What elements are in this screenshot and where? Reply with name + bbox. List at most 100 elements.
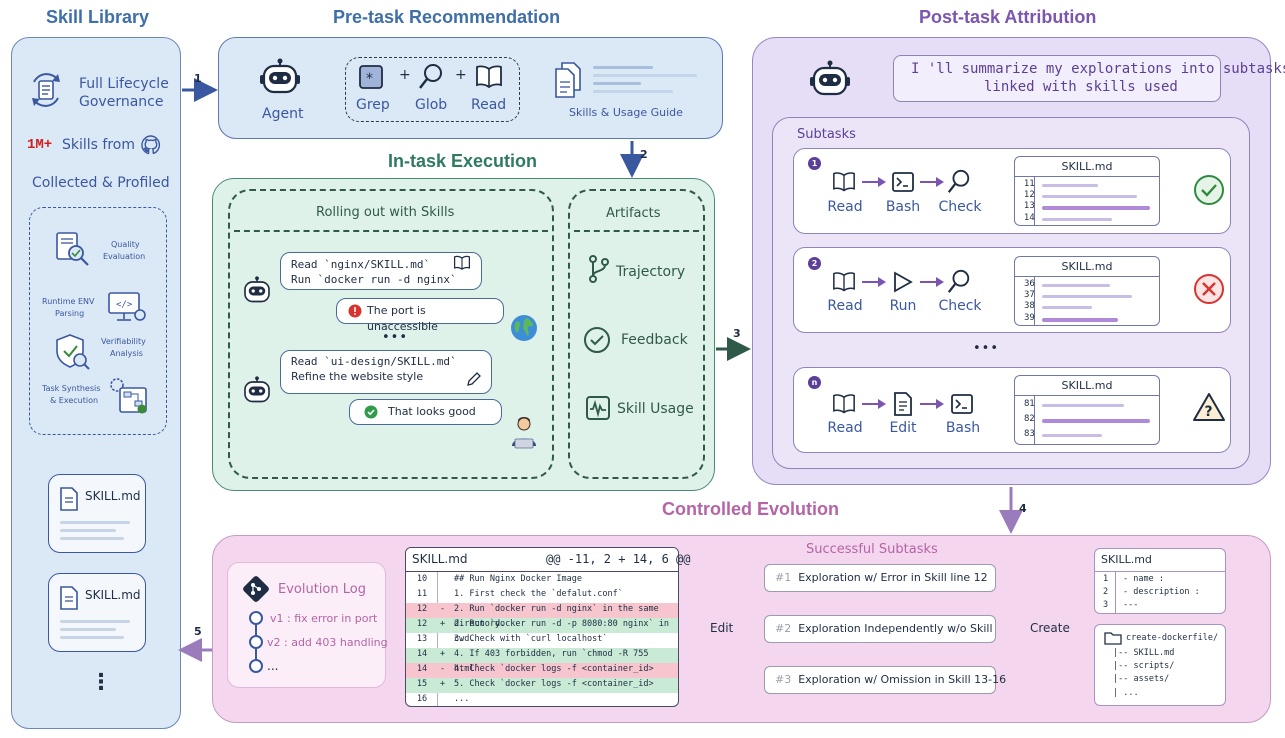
diff-file-name: SKILL.md bbox=[412, 552, 468, 566]
subtask-n-step-2: Edit bbox=[889, 420, 917, 436]
version-v1[interactable]: v1 : fix error in port bbox=[270, 612, 378, 625]
skill-usage-label: Skill Usage bbox=[617, 401, 694, 417]
subtask-3-text: Exploration w/ Omission in Skill 13-16 bbox=[798, 673, 1007, 686]
diff-line-number: 10 bbox=[416, 574, 428, 584]
arrow-right-icon bbox=[920, 277, 944, 287]
diff-line-number: 11 bbox=[416, 589, 428, 599]
github-icon bbox=[141, 135, 161, 155]
tree-item[interactable]: | ... bbox=[1113, 688, 1139, 698]
diff-line-number: 15 bbox=[416, 679, 428, 689]
subtask-card-2[interactable] bbox=[793, 247, 1231, 333]
rolling-out-title: Rolling out with Skills bbox=[316, 205, 455, 220]
version-more: ... bbox=[267, 659, 279, 673]
robot-icon bbox=[244, 276, 270, 303]
read-label: Read bbox=[471, 97, 507, 113]
tree-item[interactable]: |-- SKILL.md bbox=[1113, 648, 1175, 658]
tree-item[interactable]: |-- assets/ bbox=[1113, 674, 1170, 684]
evolution-log-title: Evolution Log bbox=[278, 582, 366, 597]
line-number: 38 bbox=[1024, 301, 1035, 311]
diff-line-number: 12 bbox=[416, 604, 428, 614]
arrow-1-label: 1 bbox=[194, 72, 202, 85]
subtasks-more: ••• bbox=[973, 341, 1000, 356]
check-circle-icon bbox=[1194, 175, 1224, 205]
subtask-3-hash: #3 bbox=[775, 673, 792, 686]
subtask-card-n[interactable] bbox=[793, 367, 1231, 453]
in-task-title: In-task Execution bbox=[388, 151, 538, 171]
message-2-line-1: Read `ui-design/SKILL.md` bbox=[291, 355, 457, 368]
grep-label: Grep bbox=[356, 97, 390, 113]
post-task-title: Post-task Attribution bbox=[919, 7, 1097, 27]
pre-task-title: Pre-task Recommendation bbox=[333, 7, 561, 27]
glob-label: Glob bbox=[415, 97, 448, 113]
collected-profiled-label: Collected & Profiled bbox=[32, 175, 170, 191]
arrow-right-icon bbox=[920, 399, 944, 409]
successful-subtask-2[interactable]: #2 Exploration Independently w/o Skill bbox=[764, 615, 996, 643]
diff-line-text: 5. Check `docker logs -f <container_id> bbox=[454, 679, 654, 689]
skill-diff-panel bbox=[405, 547, 679, 707]
agent-label: Agent bbox=[262, 106, 304, 122]
globe-icon bbox=[511, 315, 537, 341]
line-number: 83 bbox=[1024, 429, 1035, 439]
arrow-3-label: 3 bbox=[733, 327, 741, 340]
successful-subtask-1[interactable]: #1 Exploration w/ Error in Skill line 12 bbox=[764, 564, 996, 592]
skill-library-title: Skill Library bbox=[46, 7, 150, 27]
profiling-box bbox=[29, 207, 167, 435]
tree-item[interactable]: |-- scripts/ bbox=[1113, 661, 1175, 671]
subtask-number-2: 2 bbox=[808, 257, 821, 270]
plus-1: + bbox=[399, 67, 411, 83]
line-number: 13 bbox=[1024, 201, 1035, 211]
magnifier-icon bbox=[947, 169, 970, 193]
subtask-2-file-name: SKILL.md bbox=[1015, 257, 1159, 277]
successful-subtask-3[interactable]: #3 Exploration w/ Omission in Skill 13-1… bbox=[764, 666, 1006, 694]
terminal-icon bbox=[892, 172, 914, 192]
subtask-2-text: Exploration Independently w/o Skill bbox=[798, 622, 993, 635]
check-icon bbox=[364, 405, 378, 419]
folder-icon bbox=[1104, 632, 1122, 645]
version-v2[interactable]: v2 : add 403 handling bbox=[267, 636, 388, 649]
agent-message-2: Read `ui-design/SKILL.md` Refine the web… bbox=[280, 350, 492, 394]
arrow-2-label: 2 bbox=[640, 148, 648, 161]
diff-line-text: 2. Run `docker run -d -p 8080:80 nginx` … bbox=[454, 619, 669, 644]
document-icon bbox=[60, 487, 78, 511]
diff-sign: - bbox=[440, 664, 446, 674]
summary-line-1: I 'll summarize my explorations into sub… bbox=[911, 61, 1285, 77]
book-icon bbox=[833, 394, 855, 414]
diff-line-text: 3. Check with `curl localhost` bbox=[454, 634, 608, 644]
line-number: 37 bbox=[1024, 290, 1035, 300]
quality-label: Quality bbox=[111, 240, 140, 249]
skills-from-label: Skills from bbox=[62, 137, 135, 153]
library-skill-md-1: SKILL.md bbox=[85, 489, 141, 503]
user-icon bbox=[512, 417, 536, 449]
parsing-label: Parsing bbox=[55, 309, 85, 318]
arrow-right-icon bbox=[920, 177, 944, 187]
subtask-card-1[interactable] bbox=[793, 148, 1231, 234]
tree-root[interactable]: create-dockerfile/ bbox=[1126, 633, 1219, 643]
skill-count: 1M+ bbox=[27, 137, 53, 153]
subtask-n-file-name: SKILL.md bbox=[1015, 376, 1159, 396]
book-icon bbox=[833, 172, 855, 192]
documents-icon bbox=[555, 62, 581, 98]
cross-circle-icon bbox=[1194, 274, 1224, 304]
subtask-1-file-name: SKILL.md bbox=[1015, 157, 1159, 177]
artifacts-title: Artifacts bbox=[606, 206, 661, 221]
user-response-2: That looks good bbox=[349, 399, 502, 425]
library-skill-md-2: SKILL.md bbox=[85, 588, 141, 602]
verifiability-label: Verifiability bbox=[101, 337, 146, 346]
arrow-right-icon bbox=[862, 177, 886, 187]
diff-line-text: 4. Check `docker logs -f <container_id> bbox=[454, 664, 654, 674]
subtask-n-step-3: Bash bbox=[945, 420, 981, 436]
agent-message-1: Read `nginx/SKILL.md` Run `docker run -d… bbox=[280, 252, 482, 290]
magnifier-icon bbox=[419, 64, 442, 89]
diff-line-number: 14 bbox=[416, 649, 428, 659]
diff-line-text: ... bbox=[454, 694, 470, 704]
play-icon bbox=[894, 271, 913, 293]
shield-icon bbox=[56, 334, 90, 370]
terminal-icon bbox=[951, 394, 973, 414]
subtask-2-hash: #2 bbox=[775, 622, 792, 635]
feedback-label: Feedback bbox=[621, 332, 688, 348]
diff-row-add: 14+4. If 403 forbidden, run `chmod -R 75… bbox=[406, 647, 678, 674]
diff-line-number: 14 bbox=[416, 664, 428, 674]
new-skill-line: --- bbox=[1123, 600, 1139, 610]
diff-row-del: 12-2. Run `docker run -d nginx` in the s… bbox=[406, 602, 678, 629]
line-number: 39 bbox=[1024, 313, 1035, 323]
